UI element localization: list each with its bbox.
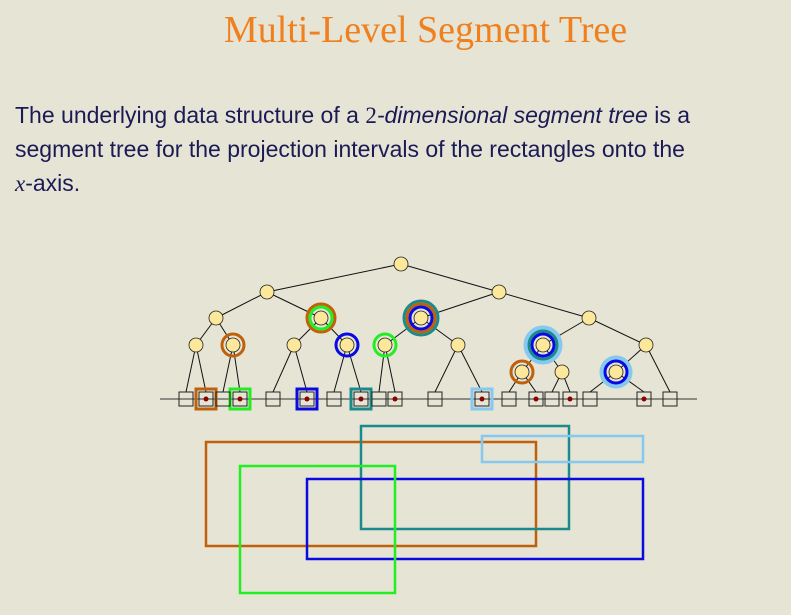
tree-node xyxy=(450,337,466,353)
tree-edge xyxy=(645,344,671,393)
leaf-node xyxy=(178,391,194,407)
ring-green xyxy=(308,305,334,331)
leaf-node xyxy=(528,391,544,407)
tree-edge xyxy=(588,317,647,346)
leaf-dot xyxy=(358,396,364,402)
ring-teal xyxy=(402,299,440,337)
leaf-node xyxy=(582,391,598,407)
tree-edge xyxy=(185,344,197,393)
tree-edge xyxy=(333,344,348,393)
math-x: x xyxy=(15,171,26,196)
tree-edge xyxy=(400,263,500,293)
leaf-node xyxy=(371,391,387,407)
ring-blue xyxy=(530,332,556,358)
tree-node xyxy=(581,310,597,326)
tree-node xyxy=(608,364,624,380)
rectangle-blue xyxy=(305,477,645,561)
tree-node xyxy=(259,284,275,300)
tree-node xyxy=(554,364,570,380)
tree-node xyxy=(225,337,241,353)
tree-edge xyxy=(384,344,396,393)
tree-node xyxy=(393,256,409,272)
rectangle-orange xyxy=(204,440,538,548)
tree-edge xyxy=(195,344,207,393)
leaf-dot xyxy=(641,396,647,402)
tree-node xyxy=(514,364,530,380)
leaf-node xyxy=(662,391,678,407)
tree-edge xyxy=(293,344,308,393)
tree-edge xyxy=(384,317,422,346)
leaf-node xyxy=(265,391,281,407)
leaf-dot xyxy=(392,396,398,402)
tree-node xyxy=(377,337,393,353)
leaf-dot xyxy=(479,396,485,402)
text: -axis. xyxy=(25,170,81,196)
leaf-node xyxy=(198,391,214,407)
tree-edge xyxy=(434,344,459,393)
leaf-node xyxy=(326,391,342,407)
text: The underlying data structure of a xyxy=(15,102,366,128)
tree-edge xyxy=(215,291,268,319)
rectangle-teal xyxy=(359,424,571,531)
leaf-node xyxy=(215,391,231,407)
body-line-2: segment tree for the projection interval… xyxy=(15,136,685,162)
ring-blue xyxy=(603,359,629,385)
tree-node xyxy=(286,337,302,353)
tree-edge xyxy=(542,317,590,346)
leaf-node xyxy=(427,391,443,407)
tree-edge xyxy=(266,263,402,293)
leaf-frame-lightblue xyxy=(470,387,494,411)
leaf-node xyxy=(562,391,578,407)
ring-orange xyxy=(220,332,246,358)
leaf-node xyxy=(474,391,490,407)
ring-blue xyxy=(334,332,360,358)
tree-edge xyxy=(378,344,386,393)
tree-edge xyxy=(222,344,234,393)
tree-edge xyxy=(420,317,459,346)
tree-node xyxy=(313,310,329,326)
tree-node xyxy=(491,284,507,300)
leaf-frame-blue xyxy=(295,387,319,411)
ring-green xyxy=(372,332,398,358)
ring-orange xyxy=(509,359,535,385)
math-2: 2 xyxy=(365,103,377,128)
slide-title: Multi-Level Segment Tree xyxy=(223,9,628,51)
leaf-node xyxy=(299,391,315,407)
leaf-node xyxy=(353,391,369,407)
term-emphasis: -dimensional segment tree xyxy=(376,102,648,128)
leaf-dot xyxy=(203,396,209,402)
rectangle-green xyxy=(238,464,397,595)
tree-node xyxy=(535,337,551,353)
tree-edge xyxy=(272,344,295,393)
leaf-node xyxy=(544,391,560,407)
ring-orange xyxy=(305,302,337,334)
text: is a xyxy=(647,102,691,128)
leaf-node xyxy=(501,391,517,407)
tree-node xyxy=(339,337,355,353)
body-line-3: x-axis. xyxy=(15,170,80,197)
tree-edge xyxy=(498,291,590,319)
tree-node xyxy=(188,337,204,353)
tree-edge xyxy=(346,344,362,393)
tree-edge xyxy=(457,344,483,393)
leaf-node xyxy=(636,391,652,407)
leaf-dot xyxy=(304,396,310,402)
leaf-node xyxy=(232,391,248,407)
tree-node xyxy=(208,310,224,326)
leaf-dot xyxy=(237,396,243,402)
ring-blue xyxy=(408,305,434,331)
leaf-node xyxy=(387,391,403,407)
leaf-frame-teal xyxy=(349,387,373,411)
ring-orange xyxy=(405,302,437,334)
ring-lightblue xyxy=(599,355,633,389)
tree-node xyxy=(413,310,429,326)
ring-teal xyxy=(527,329,559,361)
tree-node xyxy=(638,337,654,353)
leaf-dot xyxy=(567,396,573,402)
tree-edge xyxy=(232,344,241,393)
ring-lightblue xyxy=(523,325,563,365)
leaf-dot xyxy=(533,396,539,402)
body-line-1: The underlying data structure of a 2-dim… xyxy=(15,102,690,129)
rectangle-lightblue xyxy=(480,434,645,464)
